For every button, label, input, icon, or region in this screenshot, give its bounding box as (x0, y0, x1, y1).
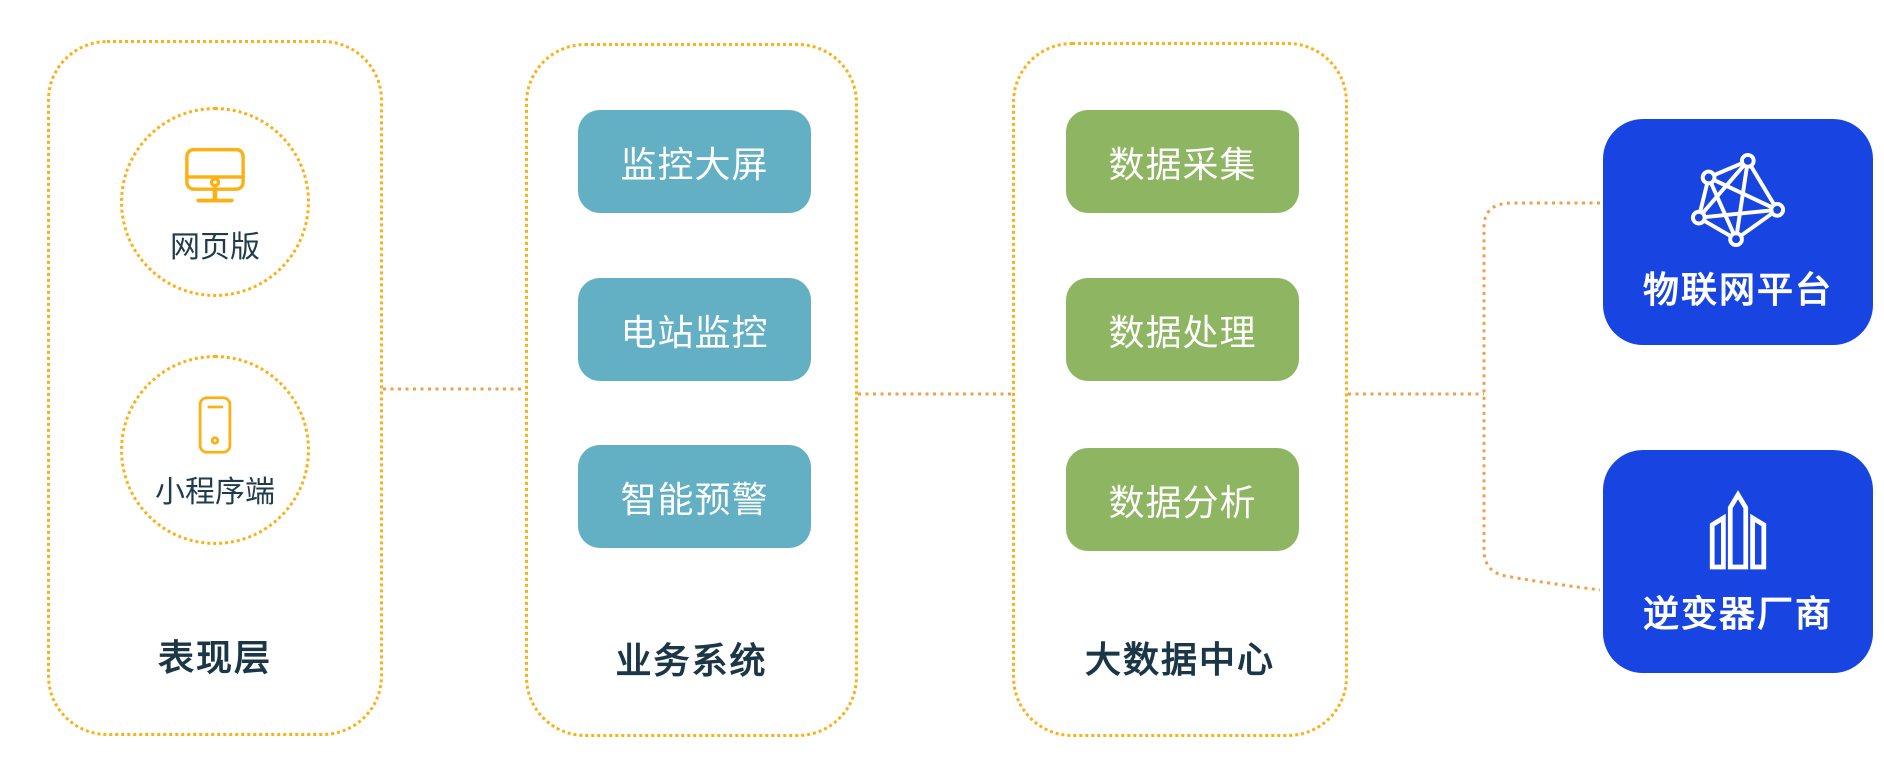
node-miniapp-label: 小程序端 (155, 475, 275, 509)
layer-bigdata-title: 大数据中心 (1084, 639, 1275, 680)
block-data-collection: 数据采集 (1066, 110, 1299, 213)
block-monitoring-screen: 监控大屏 (578, 110, 811, 213)
layer-presentation: 网页版 小程序端 表现层 (47, 40, 383, 736)
node-web-label: 网页版 (170, 230, 260, 264)
layer-business-title: 业务系统 (615, 640, 768, 681)
building-icon (1709, 489, 1767, 569)
node-web-version: 网页版 (120, 107, 310, 297)
connector-external-bracket (1482, 201, 1601, 592)
external-iot-platform: 物联网平台 (1603, 119, 1873, 345)
mobile-icon (198, 395, 232, 454)
block-smart-warning: 智能预警 (578, 445, 811, 548)
external-inverter-label: 逆变器厂商 (1642, 592, 1833, 634)
block-data-analysis: 数据分析 (1066, 448, 1299, 551)
monitor-icon (185, 147, 245, 202)
layer-presentation-title: 表现层 (157, 637, 272, 678)
block-data-processing: 数据处理 (1066, 278, 1299, 381)
node-mini-program: 小程序端 (120, 355, 310, 545)
layer-business-system: 监控大屏 电站监控 智能预警 业务系统 (525, 43, 858, 737)
external-inverter-vendor: 逆变器厂商 (1603, 450, 1873, 673)
layer-bigdata-center: 数据采集 数据处理 数据分析 大数据中心 (1012, 42, 1348, 737)
block-station-monitoring: 电站监控 (578, 278, 811, 381)
external-iot-label: 物联网平台 (1642, 269, 1833, 310)
network-graph-icon (1690, 152, 1786, 248)
